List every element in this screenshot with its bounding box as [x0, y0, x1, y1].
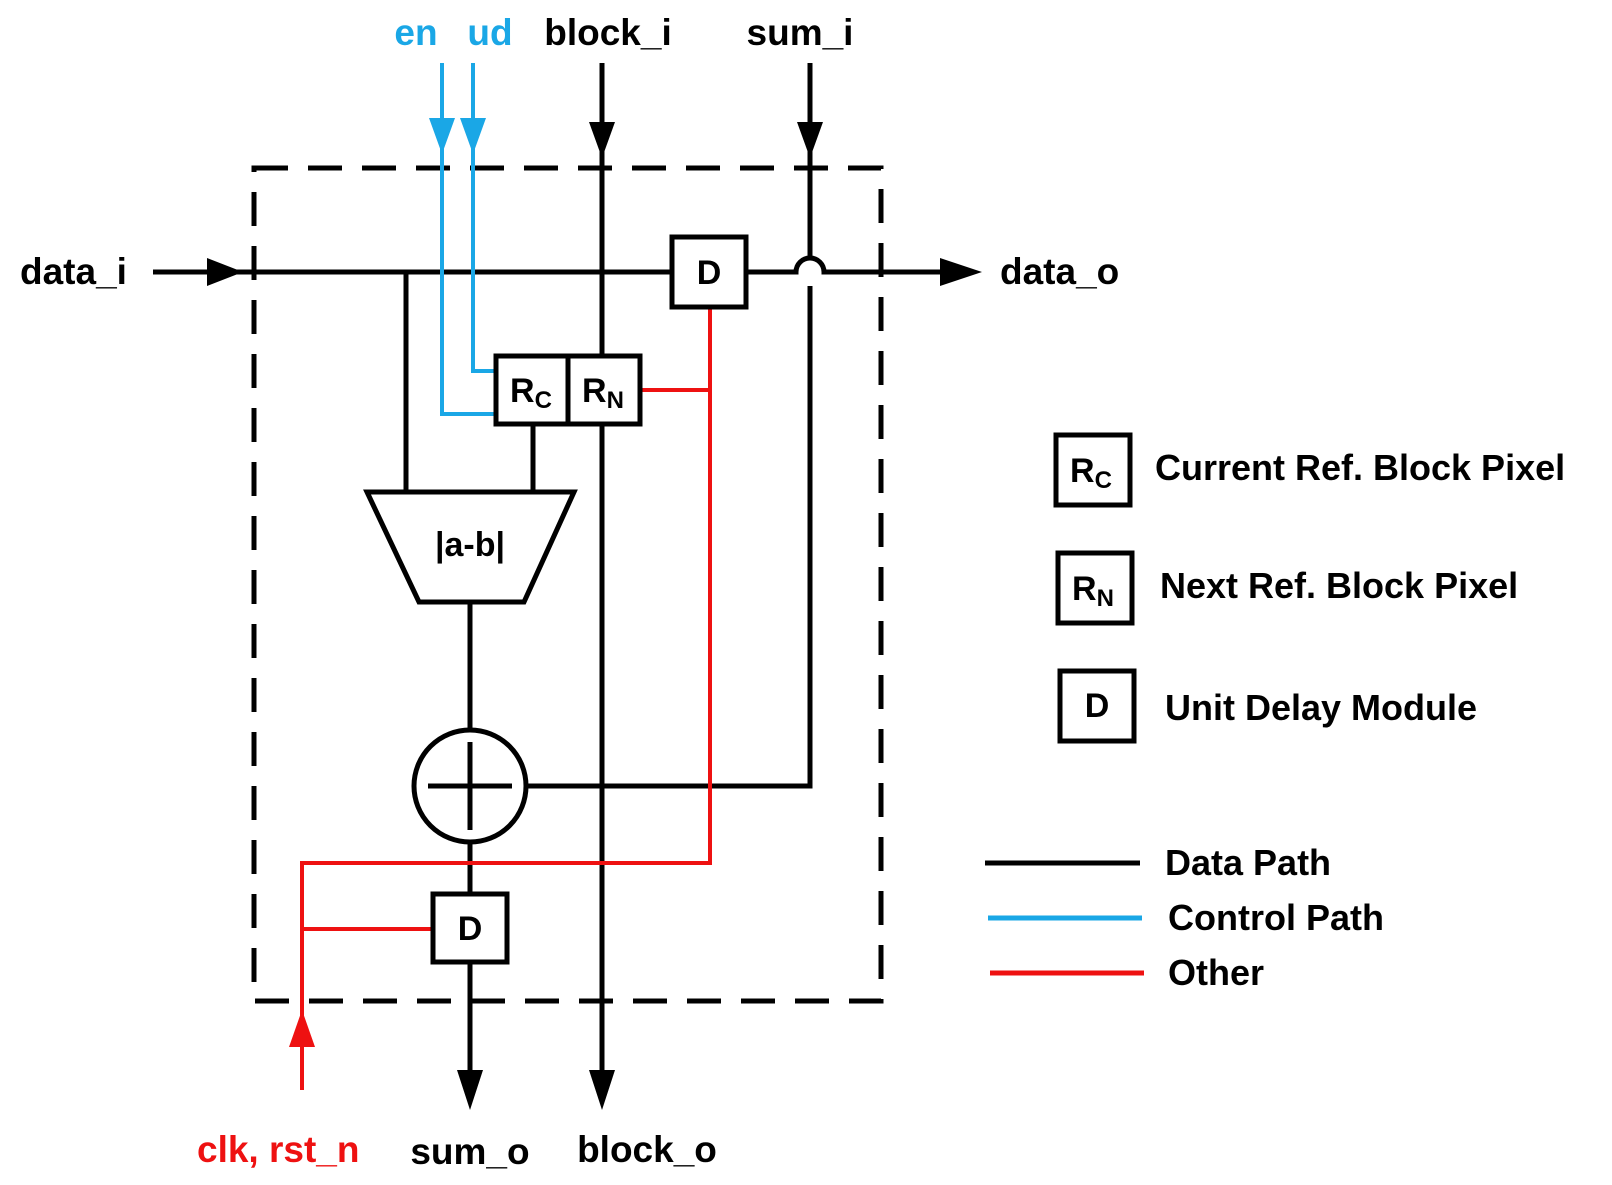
port-sum-o: sum_o — [410, 1131, 529, 1172]
wire-data-out — [746, 255, 940, 275]
rc-label: RC — [510, 372, 552, 414]
arrow-data-out — [940, 258, 982, 286]
port-data-o: data_o — [1000, 251, 1119, 292]
arrow-block-in — [589, 122, 615, 158]
port-data-i: data_i — [20, 251, 127, 292]
legend-other-label: Other — [1168, 952, 1264, 993]
wire-en — [440, 63, 496, 416]
arrow-sum-in — [797, 122, 823, 158]
legend-rn-label: Next Ref. Block Pixel — [1160, 565, 1518, 606]
wire-other — [300, 306, 712, 1090]
arrow-ud — [460, 118, 486, 154]
port-sum-i: sum_i — [747, 12, 854, 53]
legend-d-icon — [1057, 668, 1137, 744]
absdiff-label: |a-b| — [435, 526, 505, 564]
port-en: en — [394, 12, 437, 53]
arrow-sum-out — [457, 1070, 483, 1110]
port-ud: ud — [467, 12, 512, 53]
delay-bottom-label: D — [458, 910, 483, 948]
arrow-clk — [289, 1010, 315, 1047]
legend-d-icon-text: D — [1085, 687, 1110, 725]
legend-rn-icon-text: RN — [1072, 570, 1114, 612]
legend-rn-icon — [1055, 550, 1135, 626]
port-block-o: block_o — [577, 1129, 717, 1170]
rn-box — [565, 353, 643, 427]
legend-rc-label: Current Ref. Block Pixel — [1155, 447, 1565, 488]
legend: RC Current Ref. Block Pixel RN Next Ref.… — [985, 432, 1565, 993]
legend-data-label: Data Path — [1165, 842, 1331, 883]
legend-control-label: Control Path — [1168, 897, 1384, 938]
legend-d-label: Unit Delay Module — [1165, 687, 1477, 728]
delay-top-label: D — [697, 254, 722, 292]
wire-ud — [471, 63, 496, 373]
legend-rc-icon — [1053, 432, 1133, 508]
legend-rc-icon-text: RC — [1070, 452, 1112, 494]
delay-top-box — [669, 234, 749, 310]
arrow-data-in — [207, 258, 243, 286]
rn-label: RN — [582, 372, 624, 414]
arrow-en — [429, 118, 455, 154]
absdiff-block — [363, 489, 578, 605]
wire-sum-in — [528, 63, 813, 789]
delay-bottom-box — [430, 891, 510, 965]
port-clk-rst: clk, rst_n — [197, 1129, 359, 1170]
rc-box — [493, 353, 571, 427]
arrow-block-out — [589, 1070, 615, 1110]
port-block-i: block_i — [544, 12, 672, 53]
module-boundary — [251, 165, 884, 1004]
